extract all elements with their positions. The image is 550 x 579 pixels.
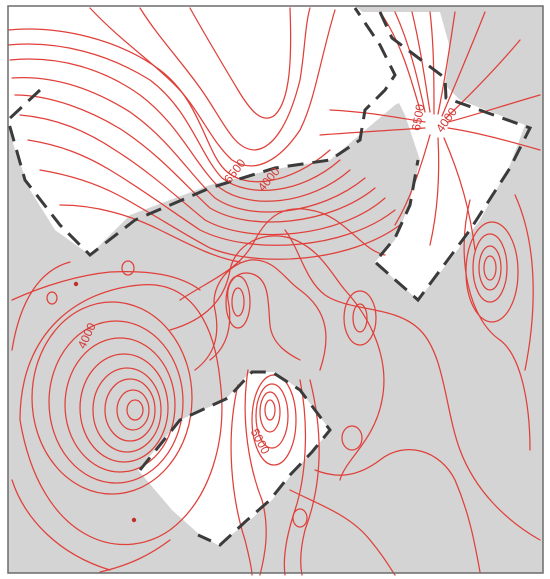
contour-line: [411, 11, 431, 113]
contour-line: [429, 137, 440, 246]
contour-line: [343, 290, 377, 346]
contour-line: [478, 245, 502, 291]
contour-line: [447, 94, 541, 123]
contour-line: [121, 260, 135, 276]
contour-line: [46, 291, 58, 305]
contour-line: [48, 320, 184, 484]
contour-line: [341, 425, 363, 451]
contour-line: [283, 379, 307, 576]
contour-line: [329, 109, 426, 123]
contour-line: [11, 261, 71, 351]
contour-line: [27, 139, 396, 246]
contour-line: [31, 301, 193, 495]
contour-line: [319, 127, 426, 136]
contour-line: [379, 11, 421, 111]
contour-line: [189, 7, 292, 119]
contour-line: [445, 39, 521, 119]
contour-line: [447, 127, 541, 151]
contour-line: [39, 169, 401, 260]
contour-line: [209, 272, 301, 361]
contour-line: [437, 11, 456, 115]
contour-line: [14, 94, 376, 223]
contour-line: [483, 255, 497, 281]
contour-line: [514, 194, 534, 371]
contour-line: [225, 275, 251, 329]
contour-line: [441, 11, 486, 117]
contour-line: [179, 208, 386, 301]
contour-line: [352, 303, 368, 333]
contour-line: [244, 369, 267, 576]
contour-line: [9, 58, 351, 202]
contour-line: [99, 539, 171, 573]
contour-line: [11, 76, 366, 213]
contour-line: [314, 448, 481, 573]
contour-line: [59, 204, 241, 263]
contour-line: [231, 287, 245, 317]
boundary-south: [138, 370, 332, 547]
open-zone-northeast: [360, 12, 525, 300]
map-frame-border: [7, 5, 544, 574]
contour-line: [79, 353, 169, 463]
contour-line: [284, 229, 541, 541]
contour-line: [19, 114, 386, 236]
contour-line: [19, 284, 223, 546]
contour-line: [116, 389, 150, 431]
contour-line: [11, 270, 201, 301]
contour-line: [139, 7, 311, 151]
contour-label-6500-northeast: 6500: [409, 103, 427, 132]
contour-line: [300, 379, 320, 576]
contour-line: [11, 479, 111, 571]
open-zone-south: [138, 372, 330, 545]
marker-dot: [131, 517, 137, 523]
contour-line: [264, 399, 276, 421]
open-zones: [8, 6, 525, 545]
contour-line: [259, 391, 281, 433]
marker-dot: [73, 281, 79, 287]
contour-line: [394, 11, 426, 113]
contour-line: [64, 337, 176, 473]
contour-line: [255, 383, 289, 449]
contour-line: [104, 378, 156, 442]
contour-lines: [7, 7, 541, 576]
dashed-boundaries: [6, 7, 533, 547]
boundary-northeast: [372, 11, 533, 303]
contour-line: [89, 7, 336, 167]
contour-line: [463, 199, 531, 451]
open-zone-northwest: [8, 6, 440, 255]
boundary-northwest: [6, 7, 397, 257]
contour-line: [92, 367, 162, 453]
contour-line: [472, 233, 508, 303]
contour-line: [194, 259, 327, 371]
contour-line: [429, 11, 435, 115]
contour-line: [169, 235, 385, 481]
contour-line: [126, 399, 144, 421]
contour-line: [7, 28, 331, 183]
contour-line: [7, 43, 341, 191]
